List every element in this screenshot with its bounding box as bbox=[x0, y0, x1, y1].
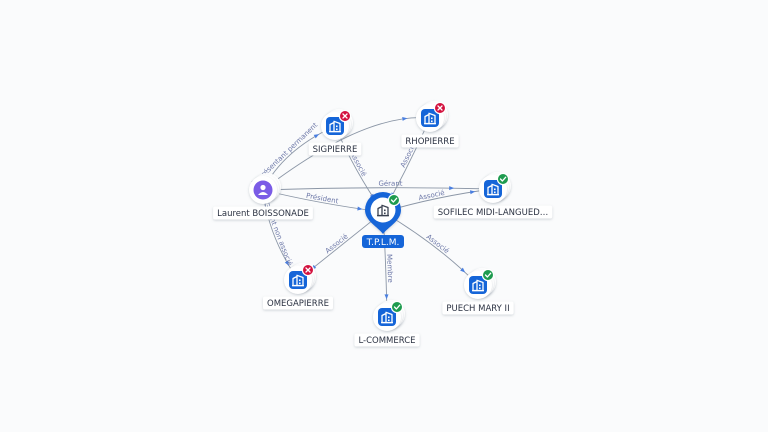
status-closed-x-icon bbox=[433, 101, 447, 115]
edge-laurent-sofilec[interactable]: Gérant bbox=[262, 180, 494, 191]
status-active-check-icon bbox=[387, 193, 401, 207]
node-label: PUECH MARY II bbox=[446, 304, 509, 314]
status-closed-x-icon bbox=[338, 109, 352, 123]
node-puech[interactable]: PUECH MARY II bbox=[442, 268, 514, 315]
building-icon bbox=[424, 112, 436, 125]
person-icon bbox=[258, 184, 268, 195]
node-laurent[interactable]: Laurent BOISSONADE bbox=[213, 173, 313, 220]
node-tplm[interactable]: T.P.L.M. bbox=[362, 192, 404, 248]
building-icon bbox=[292, 274, 304, 287]
building-icon bbox=[487, 183, 499, 196]
node-label-bg bbox=[433, 205, 553, 219]
node-label: L-COMMERCE bbox=[358, 336, 415, 346]
edge-label: Associé bbox=[425, 233, 451, 255]
edge-arrow bbox=[284, 260, 290, 266]
edge-label: Président bbox=[305, 192, 339, 206]
node-label: SIGPIERRE bbox=[313, 145, 358, 155]
building-icon bbox=[472, 279, 484, 292]
edge-arrow bbox=[449, 186, 455, 191]
node-label-bg bbox=[401, 134, 459, 148]
edge-laurent-rhopierre[interactable] bbox=[262, 116, 431, 191]
building-icon bbox=[329, 120, 341, 133]
node-label-bg bbox=[354, 333, 420, 347]
edge-arrow bbox=[469, 190, 476, 195]
status-active-check-icon bbox=[481, 268, 495, 282]
building-icon bbox=[381, 311, 393, 324]
status-closed-x-icon bbox=[301, 263, 315, 277]
edge-tplm-puech[interactable]: Associé bbox=[382, 211, 479, 286]
edge-line bbox=[262, 187, 494, 191]
edge-arrow bbox=[402, 116, 408, 121]
node-label: OMEGAPIERRE bbox=[267, 299, 329, 309]
node-rhopierre[interactable]: RHOPIERRE bbox=[401, 101, 459, 148]
edge-laurent-omegapierre[interactable]: Gérant non associé bbox=[262, 189, 299, 281]
edge-label: Associé bbox=[418, 189, 446, 202]
edge-arrow bbox=[357, 206, 363, 211]
status-active-check-icon bbox=[390, 300, 404, 314]
status-active-check-icon bbox=[496, 172, 510, 186]
node-lcommerce[interactable]: L-COMMERCE bbox=[354, 300, 420, 347]
central-label-bg bbox=[362, 235, 404, 248]
node-sofilec[interactable]: SOFILEC MIDI-LANGUED… bbox=[433, 172, 553, 219]
node-label-bg bbox=[308, 142, 362, 156]
node-omegapierre[interactable]: OMEGAPIERRE bbox=[263, 263, 333, 310]
edge-line bbox=[262, 117, 431, 191]
nodes-layer: T.P.L.M. Laurent BOISSONADE SIGPIERRE RHOPI… bbox=[213, 101, 553, 347]
node-label-bg bbox=[263, 296, 333, 310]
node-label-bg bbox=[442, 301, 514, 315]
node-sigpierre[interactable]: SIGPIERRE bbox=[308, 109, 362, 156]
edge-label: Gérant bbox=[378, 180, 402, 188]
edge-label: Membre bbox=[385, 254, 394, 283]
node-label: T.P.L.M. bbox=[366, 238, 400, 248]
edge-label: Associé bbox=[324, 232, 350, 255]
node-label: SOFILEC MIDI-LANGUED… bbox=[438, 208, 549, 218]
node-label-bg bbox=[213, 206, 313, 220]
node-label: RHOPIERRE bbox=[405, 137, 454, 147]
edge-arrow bbox=[384, 294, 389, 300]
building-icon bbox=[377, 204, 389, 217]
edge-line bbox=[382, 211, 479, 286]
edge-arrow bbox=[460, 267, 466, 273]
node-label: Laurent BOISSONADE bbox=[217, 209, 309, 219]
edge-arrow bbox=[313, 134, 320, 139]
